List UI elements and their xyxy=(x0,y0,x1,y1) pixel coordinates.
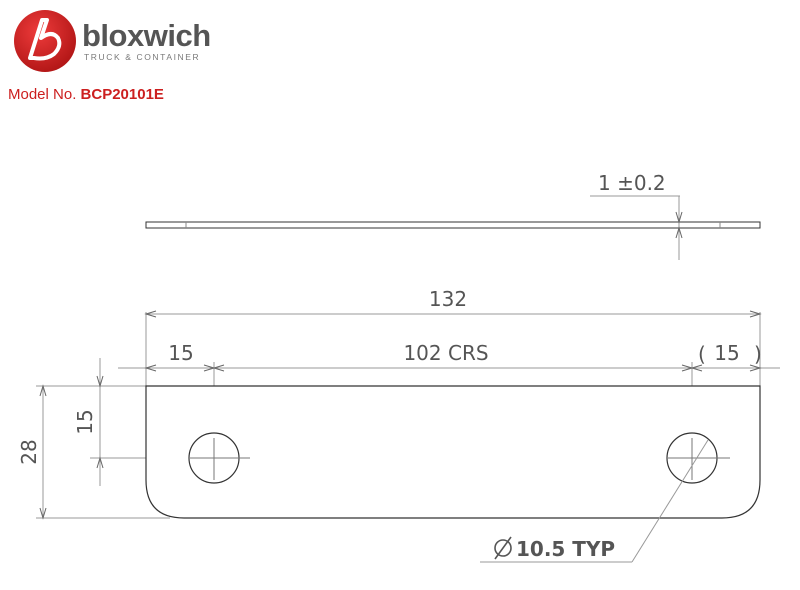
brand-name: bloxwich xyxy=(82,18,211,53)
plate-front-view xyxy=(145,385,761,519)
header: bloxwich TRUCK & CONTAINER Model No. BCP… xyxy=(0,0,800,110)
model-number-value: BCP20101E xyxy=(80,86,164,103)
plate-side-view xyxy=(145,221,761,229)
dim-hole-offset: 15 xyxy=(73,409,97,434)
hole-left xyxy=(188,432,250,484)
dim-thickness: 1 ±0.2 xyxy=(598,171,666,195)
bloxwich-logo xyxy=(12,8,78,79)
brand-tagline: TRUCK & CONTAINER xyxy=(84,52,201,62)
diameter-symbol-icon xyxy=(494,536,512,560)
dim-overall-length: 132 xyxy=(429,287,467,311)
model-label: Model No. xyxy=(8,86,77,103)
dim-hole-diameter: 10.5 TYP xyxy=(516,537,615,561)
dim-right-edge: 15 xyxy=(714,341,739,365)
paren-open: ( xyxy=(698,342,706,366)
dim-height: 28 xyxy=(17,439,41,464)
model-number: Model No. BCP20101E xyxy=(8,86,164,103)
dim-left-edge: 15 xyxy=(168,341,193,365)
dim-centers: 102 CRS xyxy=(403,341,488,365)
bloxwich-b-logo-icon xyxy=(14,10,76,72)
paren-close: ) xyxy=(754,342,762,366)
